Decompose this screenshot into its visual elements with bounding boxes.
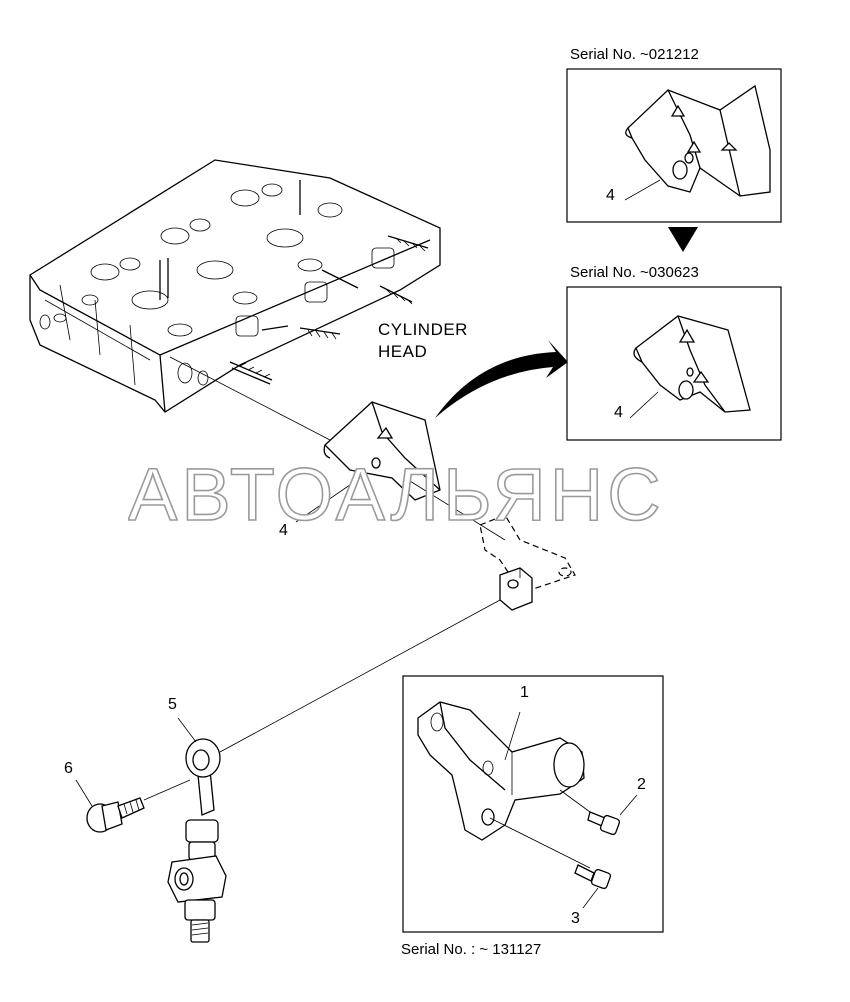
serial-label-mid: Serial No. ~030623 — [570, 264, 699, 281]
curved-arrow-icon — [435, 340, 568, 418]
rod-drawing — [167, 738, 227, 943]
leader-line-4 — [295, 477, 361, 523]
inset-mid-frame — [566, 286, 782, 441]
guide-line-head — [169, 356, 331, 441]
inset-bottom-frame — [402, 675, 664, 933]
bracket-drawing — [323, 401, 441, 501]
callout-bracket-4: 4 — [279, 522, 288, 539]
callout-inset-mid-4: 4 — [614, 404, 623, 421]
bolt-drawing — [86, 797, 145, 833]
inset-top-frame — [566, 68, 782, 223]
watermark-text: АВТОАЛЬЯНС — [128, 453, 665, 534]
guide-line-bracket — [404, 477, 506, 541]
callout-rod-5: 5 — [168, 696, 177, 713]
down-arrow-icon — [668, 227, 698, 252]
serial-label-top: Serial No. ~021212 — [570, 46, 699, 63]
leader-line-5 — [177, 717, 197, 743]
watermark: АВТОАЛЬЯНС — [128, 452, 665, 534]
guide-line-rod — [219, 599, 501, 753]
leader-line-6 — [75, 779, 93, 807]
callout-inset-bottom-3: 3 — [571, 910, 580, 927]
callout-bolt-6: 6 — [64, 760, 73, 777]
mount-ghost-drawing — [479, 514, 576, 611]
callout-inset-bottom-1: 1 — [520, 684, 529, 701]
cylinder-head-caption-line2: HEAD — [378, 342, 428, 361]
cylinder-head-caption-line1: CYLINDER — [378, 320, 468, 339]
callout-inset-bottom-2: 2 — [637, 776, 646, 793]
callout-inset-top-4: 4 — [606, 187, 615, 204]
guide-line-bolt — [143, 779, 191, 801]
cylinder-head-caption: CYLINDER HEAD — [378, 319, 468, 363]
cylinder-head-drawing — [29, 159, 441, 413]
serial-label-bottom: Serial No. : ~ 131127 — [401, 941, 542, 958]
